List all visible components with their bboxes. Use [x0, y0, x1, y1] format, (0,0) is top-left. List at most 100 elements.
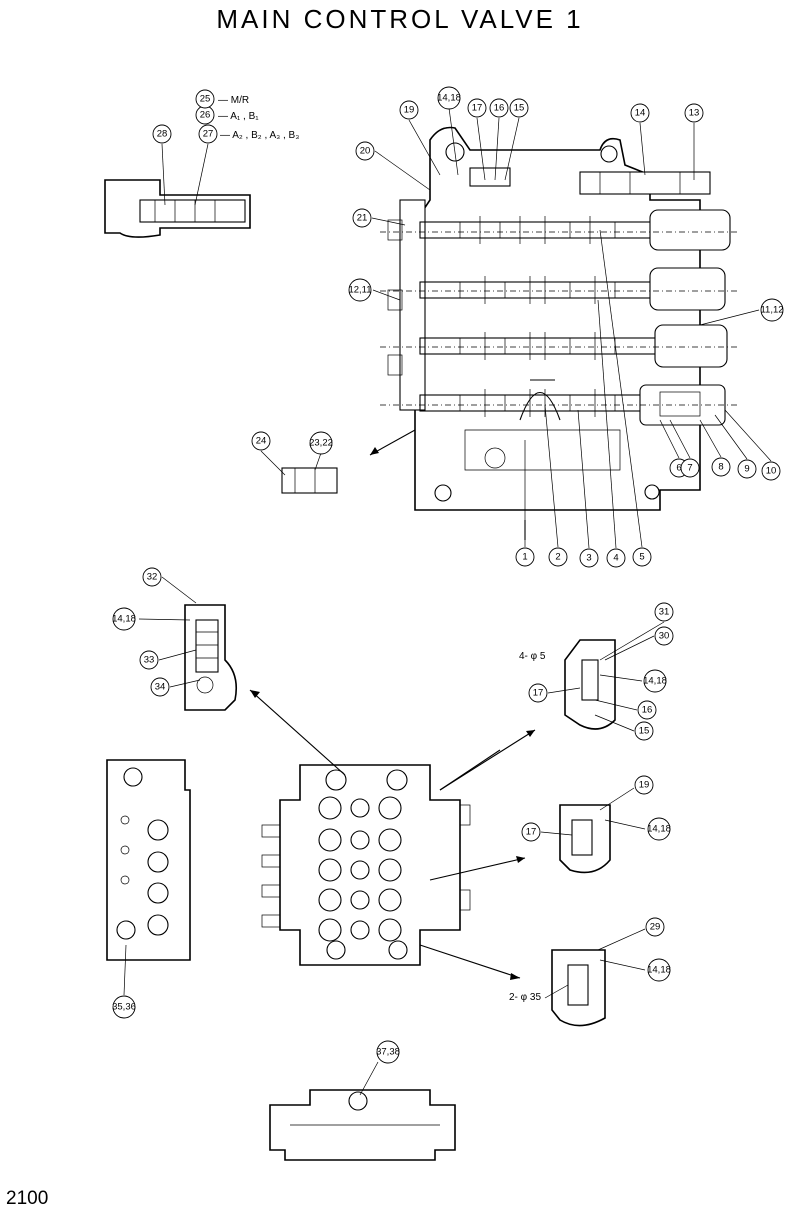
orifice-detail-1 — [547, 621, 665, 732]
callout-c14a: 14 — [630, 103, 650, 123]
callout-label: 14 — [635, 108, 646, 119]
callout-label: 17 — [533, 688, 544, 699]
port-grid — [318, 796, 402, 942]
callout-c24: 24 — [251, 431, 271, 451]
callout-label: 4 — [613, 553, 618, 564]
callout-label: 2 — [555, 552, 560, 563]
callout-label: 14,18 — [643, 676, 667, 687]
callout-label: 16 — [494, 103, 505, 114]
callout-c17c: 17 — [521, 822, 541, 842]
callout-c27: 27 — [198, 124, 218, 144]
callout-c21: 21 — [352, 208, 372, 228]
callout-label: 27 — [203, 129, 214, 140]
callout-label: 32 — [147, 572, 158, 583]
callout-c7: 7 — [680, 458, 700, 478]
callout-c23-22: 23,22 — [309, 431, 333, 455]
callout-label: 1 — [522, 552, 527, 563]
callout-c3: 3 — [579, 548, 599, 568]
callout-label: 5 — [639, 552, 644, 563]
callout-label: 10 — [766, 466, 777, 477]
check-valve-detail — [260, 450, 338, 494]
callout-label: 20 — [360, 146, 371, 157]
free-label-layer: — M/R— A₁ , B₁— A₂ , B₂ , A₃ , B₃4- φ 52… — [218, 95, 546, 1003]
callout-c33: 33 — [139, 650, 159, 670]
callout-label: 3 — [586, 553, 591, 564]
callout-c12-11: 12,11 — [348, 278, 372, 302]
callout-c14-18d: 14,18 — [647, 817, 671, 841]
callout-label: 24 — [256, 436, 267, 447]
callout-label: 33 — [144, 655, 155, 666]
callout-label: 17 — [526, 827, 537, 838]
callout-label: 12,11 — [348, 285, 371, 296]
callout-label: 9 — [744, 464, 749, 475]
callout-label: 29 — [650, 922, 661, 933]
spool-row-3 — [419, 324, 728, 368]
callout-c1: 1 — [515, 547, 535, 567]
callout-label: 37,38 — [376, 1047, 400, 1058]
callout-c26: 26 — [195, 105, 215, 125]
callout-c16a: 16 — [489, 98, 509, 118]
callout-c19: 19 — [399, 100, 419, 120]
callout-label: 35,36 — [112, 1002, 136, 1013]
side-view — [106, 759, 191, 996]
callout-c14-18e: 14,18 — [647, 958, 671, 982]
callout-c31: 31 — [654, 602, 674, 622]
callout-c8: 8 — [711, 457, 731, 477]
callout-c28: 28 — [152, 124, 172, 144]
callout-c5: 5 — [632, 547, 652, 567]
callout-c14-18a: 14,18 — [437, 86, 461, 110]
callout-c30: 30 — [654, 626, 674, 646]
callout-label: 8 — [718, 462, 723, 473]
callout-c32: 32 — [142, 567, 162, 587]
callout-label: 19 — [639, 780, 650, 791]
callout-label: 15 — [514, 103, 525, 114]
label-t26: — A₁ , B₁ — [218, 111, 259, 122]
callout-label: 26 — [200, 110, 211, 121]
label-t27: — A₂ , B₂ , A₃ , B₃ — [220, 130, 299, 141]
callout-c19b: 19 — [634, 775, 654, 795]
callout-label: 19 — [404, 105, 415, 116]
callout-label: 6 — [676, 463, 681, 474]
label-t4phi5: 4- φ 5 — [519, 651, 546, 662]
callout-label: 30 — [659, 631, 670, 642]
bottom-view — [269, 1061, 456, 1161]
callout-label: 25 — [200, 94, 211, 105]
callout-c29: 29 — [645, 917, 665, 937]
callout-label: 21 — [357, 213, 368, 224]
label-t2phi35: 2- φ 35 — [509, 992, 541, 1003]
page-number: 2100 — [6, 1188, 49, 1209]
callout-label: 31 — [659, 607, 670, 618]
callout-c35-36: 35,36 — [112, 995, 136, 1019]
front-view — [261, 729, 536, 980]
callout-c14-18c: 14,18 — [643, 669, 667, 693]
callout-c14-18b: 14,18 — [112, 607, 136, 631]
plug-detail-view — [104, 143, 251, 238]
callout-label: 14,18 — [112, 614, 136, 625]
callout-c10: 10 — [761, 461, 781, 481]
callout-c15b: 15 — [634, 721, 654, 741]
port-detail-left — [138, 576, 346, 776]
orifice-detail-3 — [544, 928, 646, 1027]
callout-label: 14,18 — [647, 965, 671, 976]
callout-label: 34 — [155, 682, 166, 693]
callout-c16b: 16 — [637, 700, 657, 720]
spool-row-1 — [419, 209, 731, 251]
callout-c25: 25 — [195, 89, 215, 109]
callout-c9: 9 — [737, 459, 757, 479]
orifice-detail-2 — [540, 787, 646, 874]
spool-row-2 — [419, 267, 726, 311]
callout-label: 14,18 — [437, 93, 461, 104]
callout-label: 14,18 — [647, 824, 671, 835]
callout-c11-12: 11,12 — [760, 298, 784, 322]
callout-label: 23,22 — [309, 438, 333, 449]
callout-label: 11,12 — [760, 305, 783, 316]
callout-label: 13 — [689, 108, 700, 119]
callout-label: 28 — [157, 129, 168, 140]
callout-c4: 4 — [606, 548, 626, 568]
callout-label: 7 — [687, 463, 692, 474]
callout-c37-38: 37,38 — [376, 1040, 400, 1064]
callout-label: 15 — [639, 726, 650, 737]
callout-c13: 13 — [684, 103, 704, 123]
callout-c17b: 17 — [528, 683, 548, 703]
